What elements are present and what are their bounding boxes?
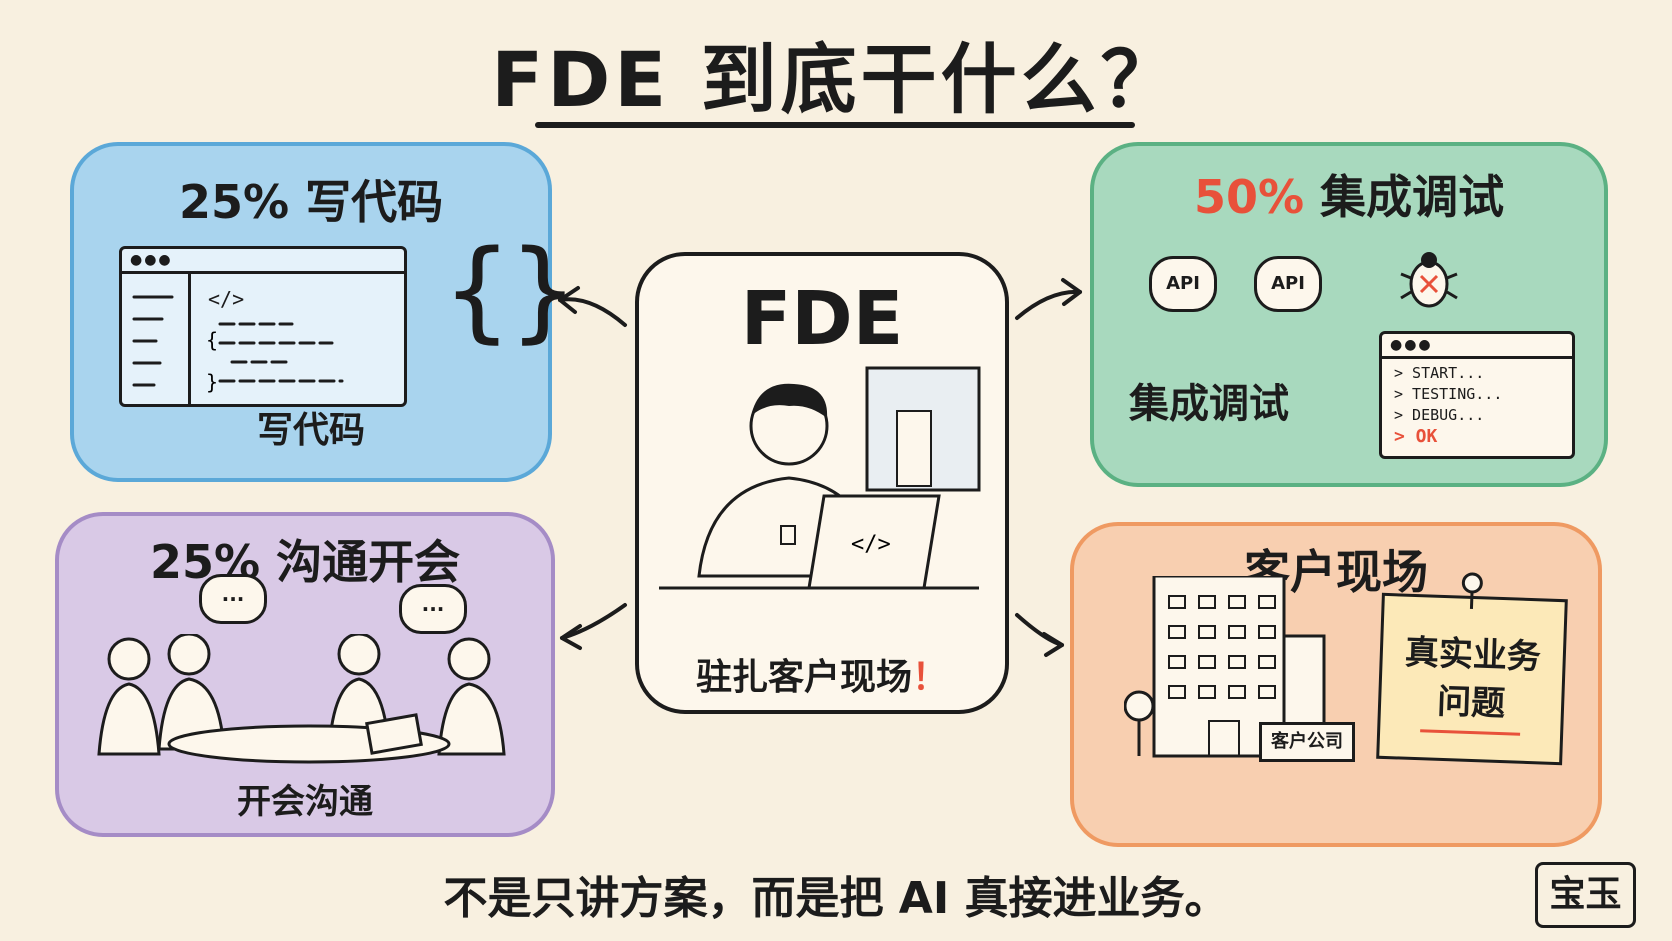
- code-lines-icon: { }: [132, 295, 344, 394]
- integration-percent: 50%: [1193, 170, 1305, 224]
- terminal-illustration: ●●● > START... > TESTING... > DEBUG... >…: [1379, 331, 1575, 459]
- bug-icon: [1400, 252, 1458, 308]
- svg-text:{: {: [206, 328, 218, 352]
- customer-site-card: 客户现场 客户公司 真实业务 问题: [1070, 522, 1602, 847]
- coding-card: 25% 写代码 ●●● </> { } {} 写代码: [70, 142, 576, 482]
- window-dots-icon: ●●●: [1390, 337, 1433, 353]
- pushpin-icon: [1461, 572, 1483, 609]
- exclamation-mark: ！: [912, 657, 949, 698]
- meeting-card: 25% 沟通开会 ... ... 开会沟通: [55, 512, 555, 837]
- coding-title: 写代码: [305, 175, 444, 229]
- terminal-line: > TESTING...: [1394, 385, 1503, 403]
- arrow-to-integration: [1015, 289, 1082, 320]
- laptop-code-icon: </>: [851, 532, 891, 557]
- meeting-card-title: 25% 沟通开会: [59, 526, 551, 592]
- company-sign: 客户公司: [1259, 722, 1355, 762]
- integration-title: 集成调试: [1320, 170, 1505, 224]
- meeting-illustration: [97, 634, 506, 764]
- author-seal: 宝玉: [1535, 862, 1636, 928]
- integration-card-title: 50% 集成调试: [1094, 161, 1604, 227]
- engineer-at-laptop-illustration: </>: [659, 366, 981, 590]
- coding-caption: 写代码: [256, 410, 365, 451]
- coding-card-title: 25% 写代码: [74, 166, 548, 232]
- window-dots-icon: ●●●: [130, 252, 173, 268]
- title-underline: [535, 122, 1135, 128]
- fde-center-card: FDE </> 驻扎客户现场！: [635, 252, 1009, 714]
- braces-icon: {}: [444, 226, 577, 354]
- note-line-1: 真实业务: [1404, 632, 1542, 678]
- meeting-caption: 开会沟通: [237, 782, 373, 822]
- speech-bubble-icon: ...: [199, 574, 267, 624]
- fde-caption-text: 驻扎客户现场: [695, 657, 912, 698]
- speech-bubble-icon: ...: [399, 584, 467, 634]
- fde-caption: 驻扎客户现场！: [639, 648, 1005, 700]
- code-tag-icon: </>: [208, 287, 245, 311]
- integration-caption: 集成调试: [1129, 381, 1289, 427]
- code-editor-illustration: ●●● </> { }: [119, 246, 407, 407]
- terminal-ok: > OK: [1394, 426, 1438, 447]
- api-plug-icon: API: [1149, 256, 1217, 312]
- api-socket-icon: API: [1254, 256, 1322, 312]
- svg-text:}: }: [206, 370, 218, 394]
- meeting-title: 沟通开会: [276, 535, 461, 589]
- fde-title: FDE: [740, 276, 904, 362]
- terminal-line: > DEBUG...: [1394, 406, 1485, 424]
- note-line-2: 问题: [1436, 681, 1506, 725]
- coding-percent: 25%: [178, 175, 290, 229]
- integration-card: 50% 集成调试 API API 集成调试 ●●● > START... > T…: [1090, 142, 1608, 487]
- note-underline: [1420, 729, 1521, 736]
- bottom-summary: 不是只讲方案，而是把 AI 真接进业务。: [443, 873, 1229, 924]
- arrow-to-code: [558, 297, 627, 327]
- terminal-line: > START...: [1394, 364, 1485, 382]
- sticky-note: 真实业务 问题: [1376, 572, 1568, 766]
- page-title: FDE 到底干什么？: [491, 35, 1181, 124]
